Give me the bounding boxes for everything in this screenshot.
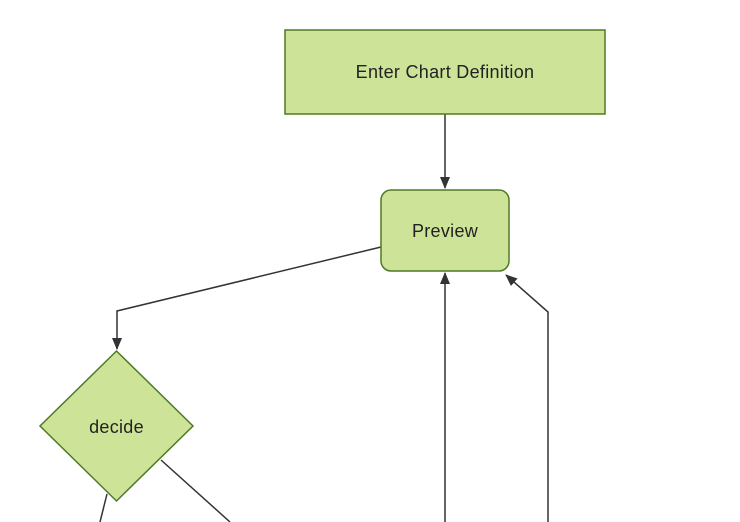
edge-layer xyxy=(99,114,549,522)
preview-box xyxy=(380,189,510,272)
enter-chart-definition-box xyxy=(284,29,606,115)
node-decide: decide xyxy=(38,349,195,503)
decide-label: decide xyxy=(89,417,144,437)
preview-label: Preview xyxy=(412,221,479,241)
decide-diamond xyxy=(38,349,195,503)
node-preview: Preview xyxy=(380,189,510,272)
edge-decide-to-offscreen-bottomright xyxy=(160,459,231,522)
edge-preview-to-decide xyxy=(112,246,382,350)
enter-chart-definition-label: Enter Chart Definition xyxy=(356,62,535,82)
node-enter-chart-definition: Enter Chart Definition xyxy=(284,29,606,115)
edge-offscreen-bottomright-to-preview xyxy=(505,274,549,522)
edge-decide-to-offscreen-bottomleft xyxy=(99,493,108,522)
